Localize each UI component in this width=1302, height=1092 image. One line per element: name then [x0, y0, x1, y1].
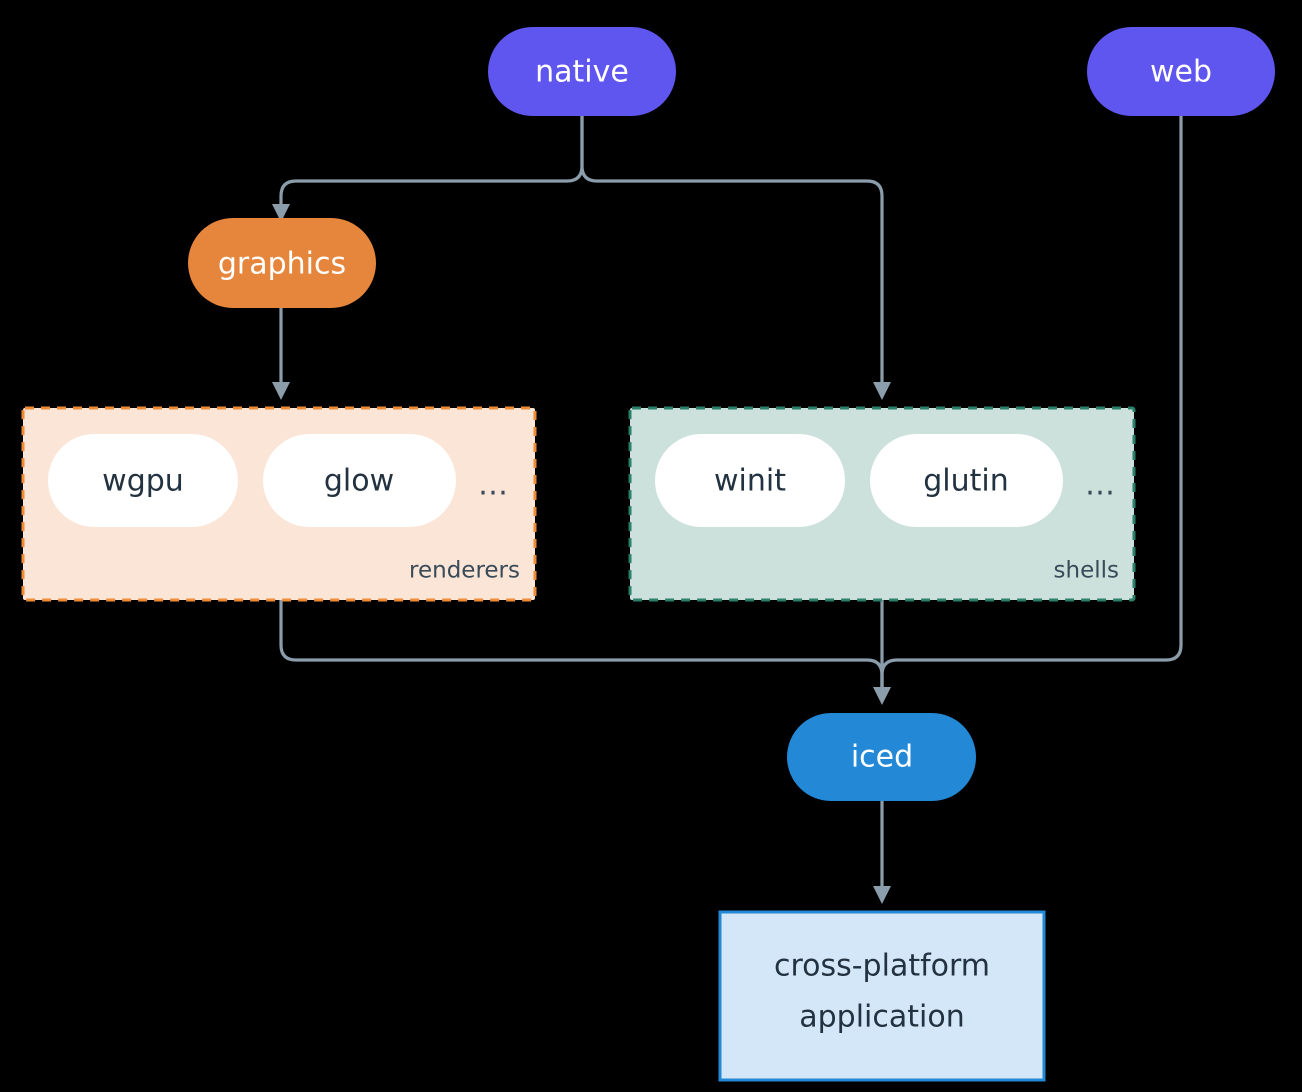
node-native-shape [488, 27, 676, 116]
node-application-label-line2: application [799, 1000, 964, 1035]
edge-renderers-to-iced [279, 598, 884, 694]
cluster-shells-caption: shells [1054, 558, 1119, 584]
node-glutin[interactable]: glutin [870, 434, 1063, 527]
edge-native-to-graphics [279, 114, 584, 212]
node-glutin-shape [870, 434, 1063, 527]
node-winit-shape [655, 434, 845, 527]
node-glow[interactable]: glow [263, 434, 456, 527]
arrowhead-to-iced [873, 687, 891, 705]
node-web-shape [1087, 27, 1275, 116]
node-native[interactable]: native [488, 27, 676, 116]
arrowhead-native-to-graphics [272, 204, 290, 222]
node-winit-label: winit [714, 464, 786, 499]
edge-web-to-iced [880, 114, 1183, 694]
node-web[interactable]: web [1087, 27, 1275, 116]
edge-native-to-shells [580, 114, 884, 390]
node-wgpu[interactable]: wgpu [48, 434, 238, 527]
shells-ellipsis: … [1085, 468, 1115, 503]
node-application-label-line1: cross-platform [774, 949, 990, 984]
edge-layer [272, 114, 1183, 904]
cluster-renderers-caption: renderers [409, 558, 520, 584]
node-winit[interactable]: winit [655, 434, 845, 527]
node-glutin-label: glutin [923, 464, 1009, 499]
node-iced[interactable]: iced [787, 713, 976, 801]
node-wgpu-shape [48, 434, 238, 527]
node-native-label: native [535, 55, 629, 90]
arrowhead-iced-to-app [873, 886, 891, 904]
arrowhead-native-to-shells [873, 382, 891, 400]
node-application[interactable]: cross-platform application [718, 910, 1046, 1082]
node-graphics-label: graphics [218, 247, 346, 282]
renderers-ellipsis: … [478, 468, 508, 503]
node-graphics[interactable]: graphics [188, 218, 376, 308]
node-glow-label: glow [324, 464, 394, 499]
node-wgpu-label: wgpu [102, 464, 184, 499]
cluster-renderers: wgpu glow … renderers [21, 406, 537, 602]
node-iced-shape [787, 713, 976, 801]
arrowhead-graphics-to-renderers [272, 382, 290, 400]
node-iced-label: iced [851, 740, 913, 775]
node-application-shape [718, 910, 1046, 1082]
node-glow-shape [263, 434, 456, 527]
cluster-shells: winit glutin … shells [628, 406, 1136, 602]
node-graphics-shape [188, 218, 376, 308]
node-web-label: web [1150, 55, 1212, 90]
